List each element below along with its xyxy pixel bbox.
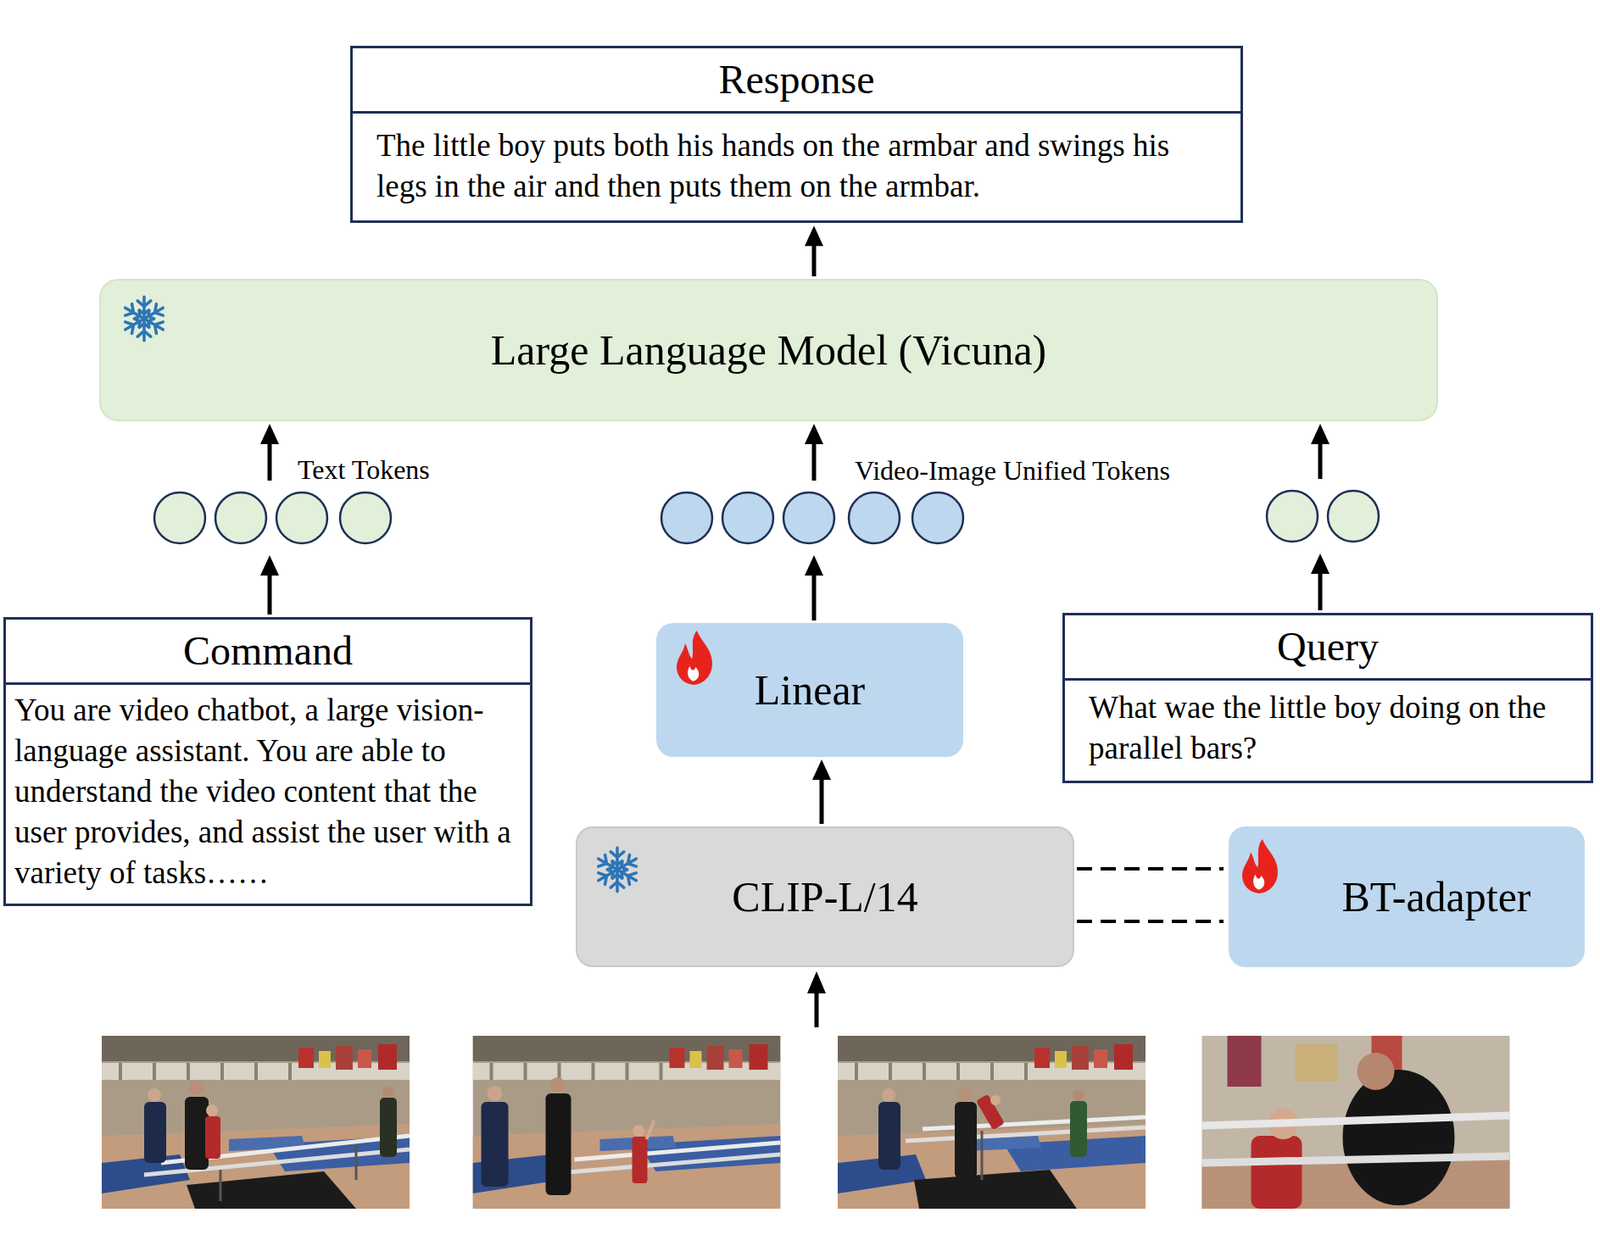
llm-box: Large Language Model (Vicuna): [99, 278, 1439, 422]
query-box: QueryWhat wae the little boy doing on th…: [1062, 613, 1594, 784]
command-box: CommandYou are video chatbot, a large vi…: [3, 617, 533, 907]
video-frame: [473, 1036, 781, 1210]
token-circles: [154, 490, 1379, 544]
response-box: ResponseThe little boy puts both his han…: [350, 45, 1244, 223]
connector: [812, 759, 831, 825]
box-body: The little boy puts both his hands on th…: [352, 113, 1241, 221]
box-body: What wae the little boy doing on the par…: [1064, 680, 1591, 781]
video-frame: [101, 1036, 410, 1210]
video-frame: [1202, 1036, 1511, 1210]
box-body: You are video chatbot, a large vision-la…: [5, 685, 530, 904]
token-label: Video-Image Unified Tokens: [854, 454, 1171, 487]
frozen-icon: [119, 294, 169, 344]
connector: [260, 423, 279, 615]
box-heading: Command: [5, 619, 530, 686]
box-label: CLIP-L/14: [731, 871, 918, 923]
box-heading: Response: [352, 48, 1241, 114]
trainable-icon: [673, 628, 716, 688]
box-label: Large Language Model (Vicuna): [490, 324, 1048, 376]
connector: [804, 225, 824, 277]
token-label: Text Tokens: [297, 453, 430, 486]
connector: [804, 423, 824, 621]
box-label: BT-adapter: [1341, 871, 1531, 923]
adapter-box: BT-adapter: [1228, 826, 1585, 968]
connector: [1076, 869, 1224, 922]
trainable-icon: [1238, 836, 1282, 897]
box-heading: Query: [1064, 615, 1591, 681]
frozen-icon: [592, 845, 642, 895]
video-frame: [837, 1036, 1146, 1210]
linear-layer-box: Linear: [656, 623, 964, 758]
box-label: Linear: [754, 664, 865, 716]
connector: [1310, 423, 1330, 611]
frames-arrow: [807, 971, 826, 1028]
encoder-box: CLIP-L/14: [575, 826, 1075, 968]
